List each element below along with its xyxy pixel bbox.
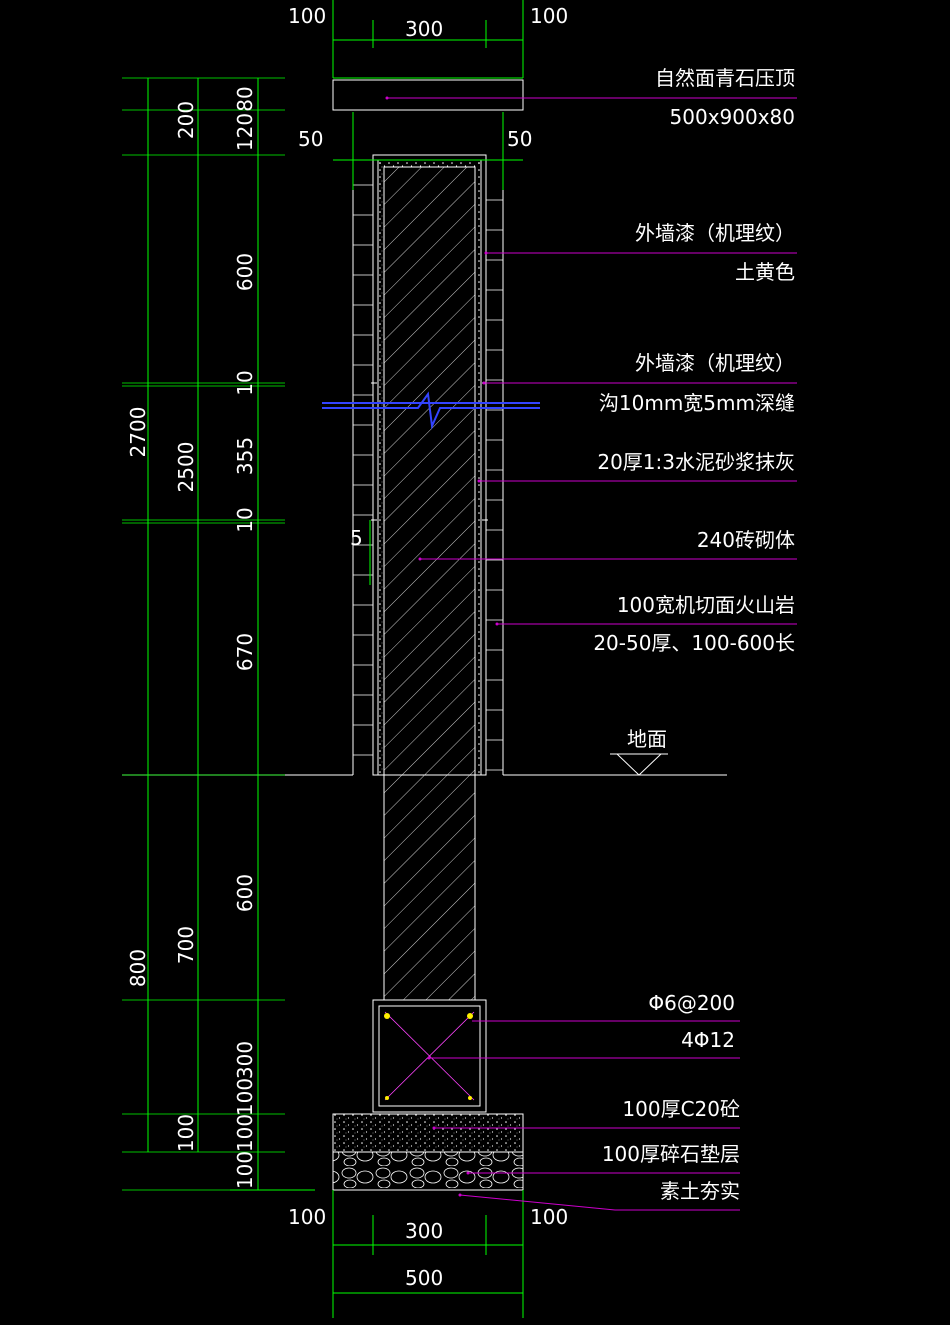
dim-groove-1: 10 xyxy=(233,370,257,395)
dim-bottom-right: 100 xyxy=(530,1205,568,1229)
dim-cap-left: 50 xyxy=(298,127,323,151)
label-volcanic-stone: 100宽机切面火山岩 xyxy=(617,593,795,617)
groove-width-mark: 5 xyxy=(350,526,363,550)
dim-upper-panel: 600 xyxy=(233,253,257,291)
dim-cap-right: 50 xyxy=(507,127,532,151)
label-paint-2-groove: 沟10mm宽5mm深缝 xyxy=(599,391,795,415)
footing xyxy=(372,999,487,1113)
dim-lower-panel: 670 xyxy=(233,633,257,671)
label-soil: 素土夯实 xyxy=(660,1179,740,1203)
dim-cap-layer-a: 120 xyxy=(233,113,257,151)
dim-cap-layer-b: 80 xyxy=(233,86,257,111)
cap-stone xyxy=(332,79,524,111)
label-brick: 240砖砌体 xyxy=(697,528,795,552)
column-above-ground xyxy=(352,154,504,1001)
label-plaster: 20厚1:3水泥砂浆抹灰 xyxy=(597,450,795,474)
dimension-lines xyxy=(122,0,524,1318)
dim-bottom-left: 100 xyxy=(288,1205,326,1229)
break-line xyxy=(322,391,540,430)
label-cap-stone: 自然面青石压顶 xyxy=(655,66,795,90)
concrete-layer xyxy=(332,1113,524,1153)
label-concrete: 100厚C20砼 xyxy=(622,1097,740,1121)
dim-bottom-middle: 300 xyxy=(405,1219,443,1243)
dim-cap: 200 xyxy=(174,101,198,139)
label-paint-1-color: 土黄色 xyxy=(735,260,795,284)
dim-gravel: 100 xyxy=(233,1151,257,1189)
dim-col-below: 600 xyxy=(233,874,257,912)
dim-bottom-total: 500 xyxy=(405,1266,443,1290)
label-stirrup: Φ6@200 xyxy=(648,991,735,1015)
ground-label: 地面 xyxy=(627,727,667,751)
dim-footing-100-b: 100 xyxy=(233,1078,257,1116)
dim-top-right: 100 xyxy=(530,4,568,28)
leaders xyxy=(385,96,797,1211)
dim-footing: 300 xyxy=(233,1041,257,1079)
dim-middle: 355 xyxy=(233,437,257,475)
dim-total-above: 2700 xyxy=(126,407,150,458)
dim-base: 700 xyxy=(174,926,198,964)
dim-wall-above: 2500 xyxy=(174,442,198,493)
dim-top-left: 100 xyxy=(288,4,326,28)
label-volcanic-stone-size: 20-50厚、100-600长 xyxy=(593,631,795,655)
label-paint-1: 外墙漆（机理纹） xyxy=(635,221,795,245)
dim-footing-100-a: 100 xyxy=(174,1114,198,1152)
dim-top-middle: 300 xyxy=(405,17,443,41)
dim-groove-2: 10 xyxy=(233,507,257,532)
dim-total-below: 800 xyxy=(126,949,150,987)
dim-concrete: 100 xyxy=(233,1114,257,1152)
gravel-layer xyxy=(332,1151,524,1191)
label-cap-stone-size: 500x900x80 xyxy=(670,105,795,129)
label-gravel: 100厚碎石垫层 xyxy=(602,1142,740,1166)
label-main-rebar: 4Φ12 xyxy=(681,1028,735,1052)
label-paint-2: 外墙漆（机理纹） xyxy=(635,351,795,375)
